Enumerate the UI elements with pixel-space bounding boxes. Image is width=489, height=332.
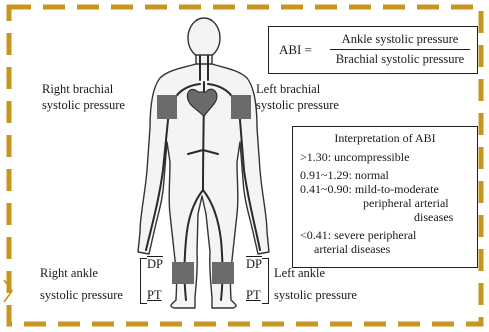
right-ankle-label-line2: systolic pressure <box>40 288 123 303</box>
abi-formula-box: ABI = Ankle systolic pressure Brachial s… <box>268 26 478 74</box>
cuff-left-ankle <box>212 262 234 284</box>
interpretation-row-normal: 0.91~1.29: normal <box>300 169 389 182</box>
corner-arrow-icon <box>0 278 18 304</box>
interpretation-row-mild-2: peripheral arterial <box>363 197 449 210</box>
left-ankle-label-line2: systolic pressure <box>274 288 357 303</box>
right-ankle-label-line1: Right ankle <box>40 266 98 281</box>
formula-denominator: Brachial systolic pressure <box>330 50 470 67</box>
right-brachial-label-line1: Right brachial <box>42 82 113 97</box>
left-ankle-bracket <box>262 258 269 304</box>
interpretation-row-severe-1: <0.41: severe peripheral <box>300 229 416 242</box>
left-brachial-label-line2: systolic pressure <box>256 98 339 113</box>
interpretation-row-mild-1: 0.41~0.90: mild-to-moderate <box>300 183 439 196</box>
head <box>188 18 220 58</box>
cuff-right-arm <box>157 95 177 119</box>
formula-fraction: Ankle systolic pressure Brachial systoli… <box>330 32 470 67</box>
left-ankle-label-line1: Left ankle <box>274 266 325 281</box>
cuff-left-arm <box>231 95 251 119</box>
interpretation-title: Interpretation of ABI <box>293 132 477 145</box>
right-pt-label: PT <box>147 288 162 303</box>
abi-interpretation-box: Interpretation of ABI >1.30: uncompressi… <box>292 126 478 268</box>
formula-lhs: ABI = <box>279 42 312 58</box>
formula-numerator: Ankle systolic pressure <box>330 32 470 50</box>
right-ankle-bracket <box>140 258 147 304</box>
interpretation-row-uncompressible: >1.30: uncompressible <box>300 151 409 164</box>
left-dp-label: DP <box>246 257 262 272</box>
left-pt-label: PT <box>246 288 261 303</box>
right-dp-label: DP <box>147 257 163 272</box>
right-brachial-label-line2: systolic pressure <box>42 98 125 113</box>
left-brachial-label-line1: Left brachial <box>256 82 320 97</box>
interpretation-row-mild-3: diseases <box>414 211 453 224</box>
interpretation-row-severe-2: arterial diseases <box>314 243 390 256</box>
cuff-right-ankle <box>172 262 194 284</box>
